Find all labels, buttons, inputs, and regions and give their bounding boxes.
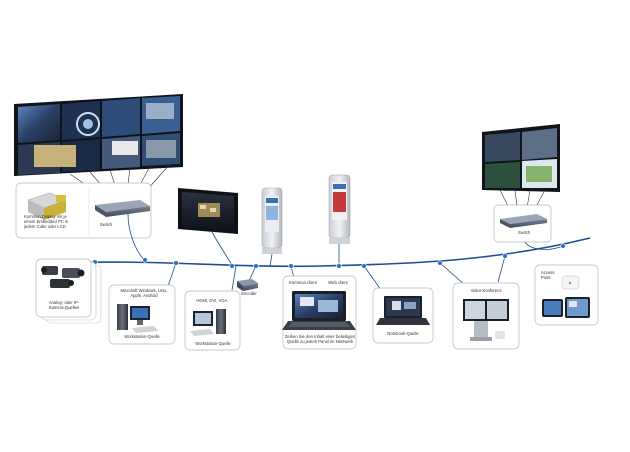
laptop-icon [282,291,356,330]
label-encoder: Encoder [241,291,257,296]
network-switch-icon [493,204,552,243]
flat-panel-display-icon [178,188,238,234]
label-workstation-mid: Workstation-Quelle [195,341,231,346]
label-hdmi-dvi-vga: HDMI, DVI, VGA [196,298,228,303]
workstation-tower-icon [117,304,158,333]
tablet-icon [542,297,590,318]
label-web-client: Web client [328,280,348,285]
video-wall-right-icon [482,124,560,192]
label-analog-ip-cameras: Analog- oder IP- Kamera-Quellen [48,300,80,310]
video-conference-icon [463,299,509,341]
kiosk-display-icon [328,174,351,244]
ip-camera-icon [41,266,85,288]
label-switch-left: Switch [99,222,113,227]
kiosk-display-icon [261,187,283,254]
access-point-icon [561,275,580,290]
workstation-tower-icon [190,309,226,336]
label-kommunikation-client: Kommun.client [289,280,317,285]
label-laptop-caption: Zeihen Sie den Inhalt einer beliebigen Q… [284,334,356,344]
display-cube-icon [27,192,67,220]
notebook-icon [376,296,430,325]
label-notebook: Notebook-Quelle [387,331,419,336]
label-access-point: Access Point [541,270,555,280]
label-switch-right: Switch [517,230,531,235]
label-workstation-left-os: Microsoft Windows, Unix, Apple, Android [120,288,168,298]
label-workstation-left: Workstation-Quelle [124,334,160,339]
encoder-icon [237,279,258,291]
label-kommunikation-display: Kommun.Display mit je einem Embedded PC … [24,214,69,229]
label-video-konferenz: Video-Konferenz [470,288,502,293]
network-switch-icon [95,200,150,217]
video-wall-left-icon [14,94,183,176]
network-backbone [39,237,591,268]
